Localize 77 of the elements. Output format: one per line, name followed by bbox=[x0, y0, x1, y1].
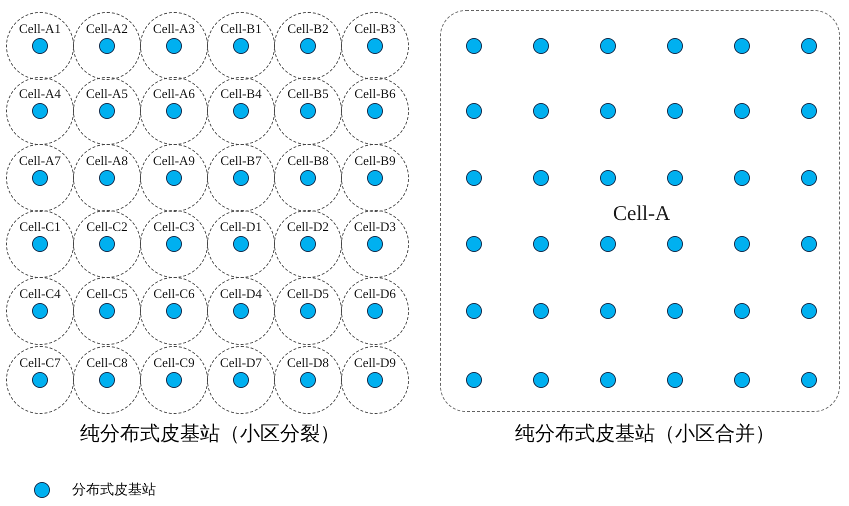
cell-label: Cell-C7 bbox=[18, 355, 62, 371]
cell-label: Cell-D6 bbox=[353, 286, 397, 302]
cell-label: Cell-A7 bbox=[18, 153, 62, 169]
cell-label: Cell-C3 bbox=[152, 219, 196, 235]
cell-coverage-circle bbox=[6, 210, 74, 278]
cell-label: Cell-B3 bbox=[353, 21, 397, 37]
cell-label: Cell-B8 bbox=[286, 153, 330, 169]
cell-coverage-circle bbox=[6, 77, 74, 145]
cell-label: Cell-B1 bbox=[219, 21, 263, 37]
cell-label: Cell-C2 bbox=[85, 219, 129, 235]
cell-label: Cell-C6 bbox=[152, 286, 196, 302]
cell-label: Cell-D3 bbox=[353, 219, 397, 235]
cell-coverage-circle bbox=[274, 346, 342, 414]
cell-coverage-circle bbox=[140, 77, 208, 145]
cell-label: Cell-A9 bbox=[152, 153, 196, 169]
cell-label: Cell-B2 bbox=[286, 21, 330, 37]
cell-label: Cell-D4 bbox=[219, 286, 263, 302]
cell-label: Cell-D7 bbox=[219, 355, 263, 371]
cell-coverage-circle bbox=[140, 210, 208, 278]
cell-label: Cell-A6 bbox=[152, 86, 196, 102]
cell-coverage-circle bbox=[207, 144, 275, 212]
cell-label: Cell-A bbox=[613, 201, 670, 226]
cell-coverage-circle bbox=[207, 77, 275, 145]
cell-coverage-circle bbox=[6, 144, 74, 212]
cell-coverage-circle bbox=[274, 77, 342, 145]
cell-label: Cell-B7 bbox=[219, 153, 263, 169]
merged-cell-area bbox=[440, 10, 840, 412]
cell-label: Cell-A1 bbox=[18, 21, 62, 37]
cell-label: Cell-D5 bbox=[286, 286, 330, 302]
cell-label: Cell-C5 bbox=[85, 286, 129, 302]
cell-label: Cell-A5 bbox=[85, 86, 129, 102]
cell-coverage-circle bbox=[73, 77, 141, 145]
caption: 纯分布式皮基站（小区分裂） bbox=[80, 420, 340, 447]
cell-label: Cell-B9 bbox=[353, 153, 397, 169]
cell-coverage-circle bbox=[140, 277, 208, 345]
cell-coverage-circle bbox=[274, 144, 342, 212]
cell-coverage-circle bbox=[341, 210, 409, 278]
cell-coverage-circle bbox=[73, 12, 141, 80]
cell-coverage-circle bbox=[341, 12, 409, 80]
cell-coverage-circle bbox=[207, 277, 275, 345]
cell-label: Cell-B5 bbox=[286, 86, 330, 102]
cell-label: Cell-B6 bbox=[353, 86, 397, 102]
cell-label: Cell-D9 bbox=[353, 355, 397, 371]
cell-label: Cell-D8 bbox=[286, 355, 330, 371]
cell-label: Cell-A3 bbox=[152, 21, 196, 37]
cell-label: Cell-A4 bbox=[18, 86, 62, 102]
cell-coverage-circle bbox=[140, 12, 208, 80]
cell-coverage-circle bbox=[341, 346, 409, 414]
cell-coverage-circle bbox=[207, 210, 275, 278]
cell-label: Cell-A2 bbox=[85, 21, 129, 37]
cell-coverage-circle bbox=[207, 12, 275, 80]
cell-coverage-circle bbox=[140, 346, 208, 414]
cell-coverage-circle bbox=[341, 277, 409, 345]
cell-label: Cell-A8 bbox=[85, 153, 129, 169]
cell-label: Cell-C4 bbox=[18, 286, 62, 302]
legend-label: 分布式皮基站 bbox=[72, 481, 156, 499]
cell-coverage-circle bbox=[6, 12, 74, 80]
cell-coverage-circle bbox=[274, 12, 342, 80]
cell-coverage-circle bbox=[274, 210, 342, 278]
cell-label: Cell-B4 bbox=[219, 86, 263, 102]
caption: 纯分布式皮基站（小区合并） bbox=[515, 420, 775, 447]
cell-coverage-circle bbox=[73, 277, 141, 345]
cell-label: Cell-D1 bbox=[219, 219, 263, 235]
cell-coverage-circle bbox=[73, 346, 141, 414]
cell-label: Cell-D2 bbox=[286, 219, 330, 235]
cell-label: Cell-C8 bbox=[85, 355, 129, 371]
cell-coverage-circle bbox=[6, 277, 74, 345]
cell-coverage-circle bbox=[6, 346, 74, 414]
cell-coverage-circle bbox=[274, 277, 342, 345]
cell-label: Cell-C1 bbox=[18, 219, 62, 235]
cell-coverage-circle bbox=[73, 210, 141, 278]
cell-coverage-circle bbox=[341, 144, 409, 212]
cell-coverage-circle bbox=[140, 144, 208, 212]
cell-coverage-circle bbox=[207, 346, 275, 414]
cell-label: Cell-C9 bbox=[152, 355, 196, 371]
cell-coverage-circle bbox=[73, 144, 141, 212]
cell-coverage-circle bbox=[341, 77, 409, 145]
